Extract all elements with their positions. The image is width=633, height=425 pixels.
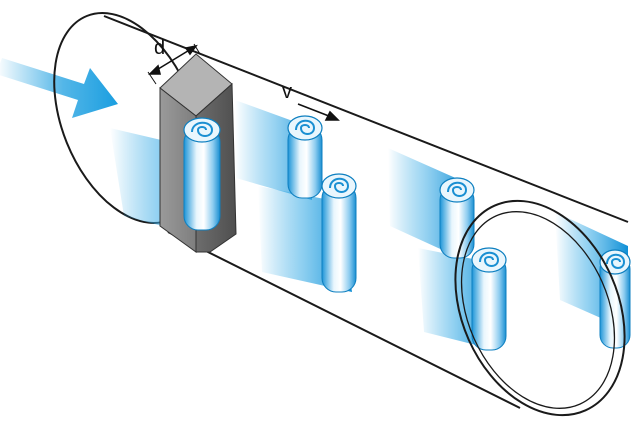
inflow-arrow-icon: [0, 58, 118, 118]
vortex-2-scroll-icon: [288, 116, 322, 198]
vortex-5-scroll-icon: [472, 248, 506, 350]
vortex-3-scroll-icon: [322, 174, 356, 292]
velocity-label: v: [282, 81, 292, 103]
vortex-1-scroll-icon: [184, 118, 220, 230]
width-label: d: [154, 37, 165, 59]
